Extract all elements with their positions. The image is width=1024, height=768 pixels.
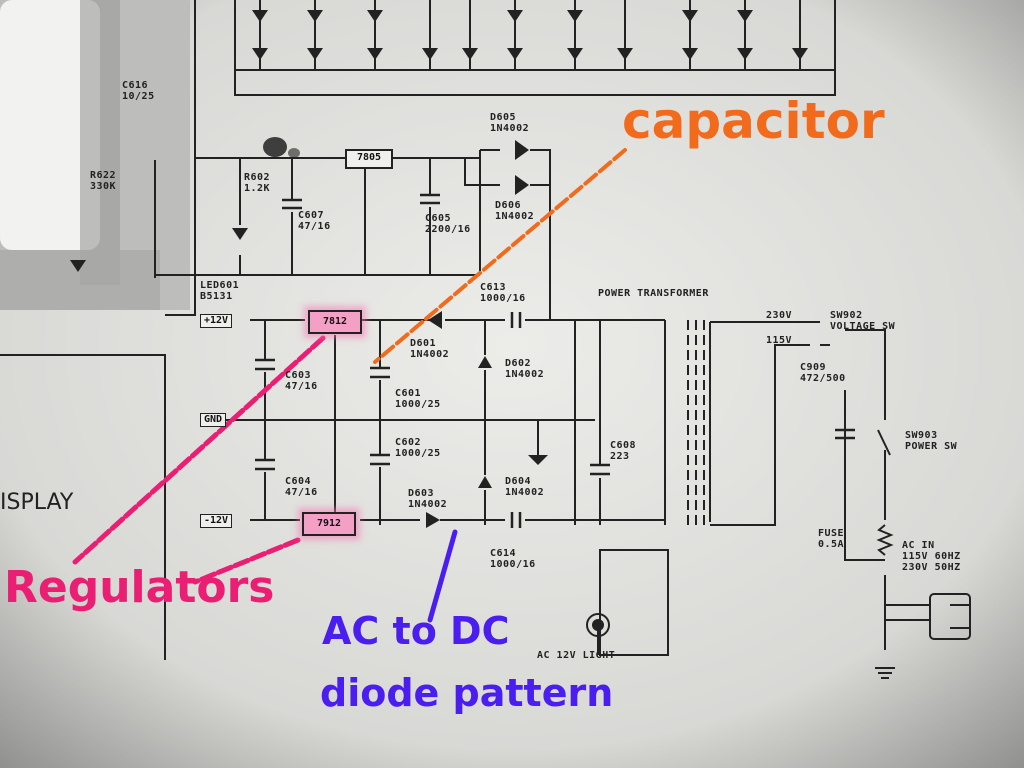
label-230v: 230V [766, 310, 793, 321]
label-d603: D603 1N4002 [408, 488, 448, 510]
label-ac-in: AC IN 115V 60HZ 230V 50HZ [902, 540, 961, 573]
label-c603: C603 47/16 [285, 370, 318, 392]
regulator-7812: 7812 [308, 310, 362, 334]
annotation-ac-to-dc: AC to DC [322, 609, 510, 653]
label-c616: C616 10/25 [122, 80, 155, 102]
annotation-diode-pattern: diode pattern [320, 671, 614, 715]
label-d606: D606 1N4002 [495, 200, 535, 222]
label-led601: LED601 B5131 [200, 280, 240, 302]
label-fuse: FUSE 0.5A [818, 528, 845, 550]
label-ac-light: AC 12V LIGHT [537, 650, 616, 661]
label-c909: C909 472/500 [800, 362, 846, 384]
label-c601: C601 1000/25 [395, 388, 441, 410]
label-c602: C602 1000/25 [395, 437, 441, 459]
label-c608: C608 223 [610, 440, 637, 462]
label-r602: R602 1.2K [244, 172, 271, 194]
label-c605: C605 2200/16 [425, 213, 471, 235]
label-c604: C604 47/16 [285, 476, 318, 498]
display-block-label: ISPLAY [0, 490, 74, 515]
gnd-rail-tag: GND [200, 413, 227, 427]
label-d605: D605 1N4002 [490, 112, 530, 134]
label-sw903: SW903 POWER SW [905, 430, 958, 452]
label-r622: R622 330K [90, 170, 117, 192]
label-sw902: SW902 VOLTAGE SW [830, 310, 896, 332]
label-c614: C614 1000/16 [490, 548, 536, 570]
regulator-7912: 7912 [302, 512, 356, 536]
label-d601: D601 1N4002 [410, 338, 450, 360]
label-c613: C613 1000/16 [480, 282, 526, 304]
plastic-cover [0, 0, 190, 310]
label-power-transformer: POWER TRANSFORMER [598, 288, 709, 299]
label-d604: D604 1N4002 [505, 476, 545, 498]
minus12-rail-tag: -12V [200, 514, 233, 528]
plus12-rail-tag: +12V [200, 314, 233, 328]
label-d602: D602 1N4002 [505, 358, 545, 380]
regulator-7805: 7805 [345, 149, 393, 169]
annotation-capacitor: capacitor [622, 92, 885, 150]
label-115v: 115V [766, 335, 793, 346]
label-c607: C607 47/16 [298, 210, 331, 232]
annotation-regulators: Regulators [4, 562, 275, 613]
